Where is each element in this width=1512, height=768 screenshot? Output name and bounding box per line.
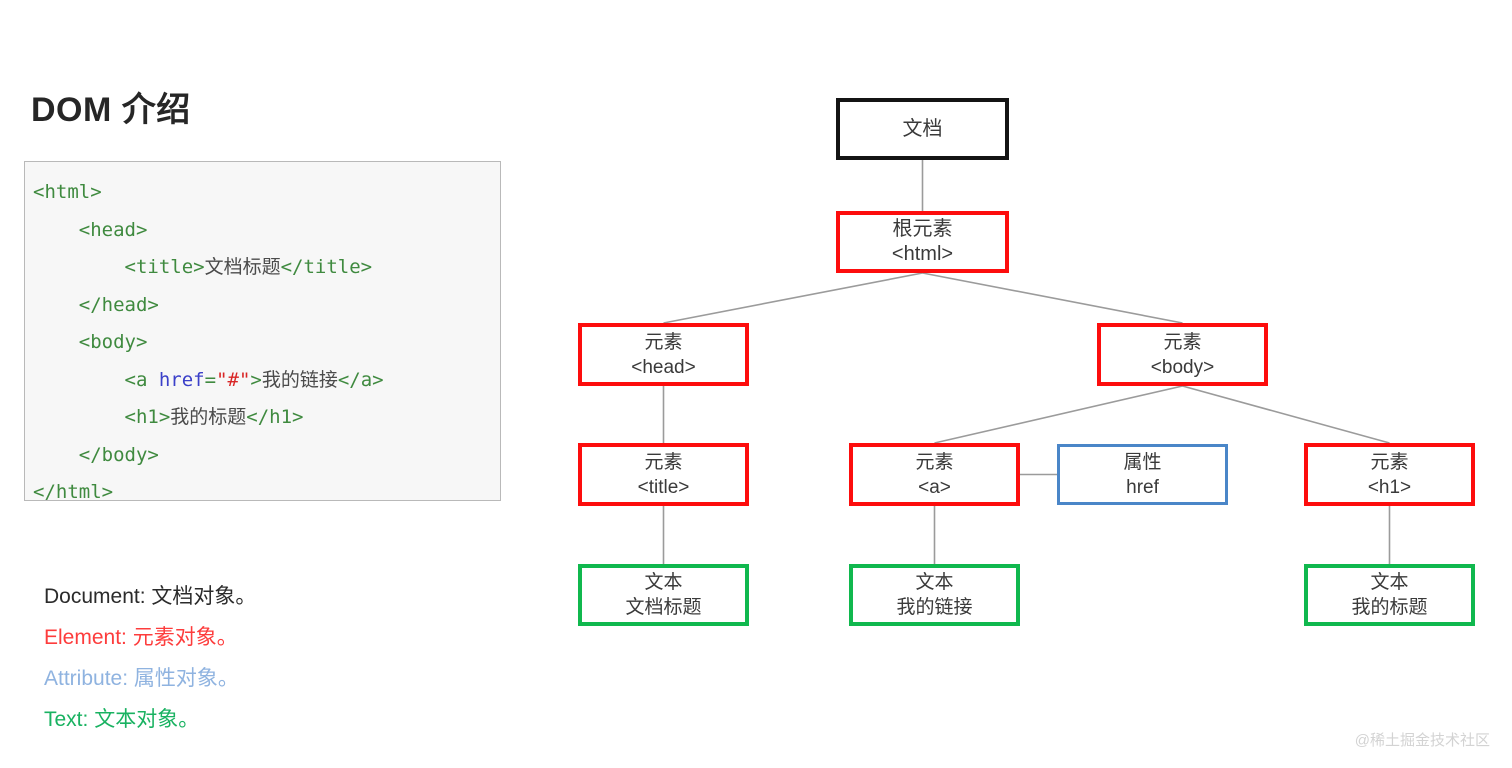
code-line: </body>	[33, 437, 490, 475]
tree-node-h1: 元素 <h1>	[1304, 443, 1475, 506]
code-token-tag: </h1>	[246, 406, 304, 428]
tree-node-label-primary: 文本	[1370, 572, 1409, 593]
tree-node-label-secondary: <h1>	[1367, 476, 1412, 498]
legend-item-element: Element: 元素对象。	[44, 617, 256, 658]
tree-node-label-secondary: href	[1126, 476, 1159, 498]
tree-node-label-primary: 文本	[915, 572, 954, 593]
code-token-attrval: "#"	[216, 368, 251, 391]
tree-node-href: 属性 href	[1057, 444, 1228, 505]
code-token-tag: </head>	[78, 293, 159, 316]
tree-node-label-secondary: <title>	[637, 476, 690, 498]
code-token-tag: <html>	[33, 181, 102, 203]
tree-edge-html-to-body	[922, 272, 1183, 324]
code-token-txt: 我的标题	[170, 406, 247, 428]
code-token-tag: >	[250, 368, 262, 391]
code-token-txt: 文档标题	[204, 256, 281, 278]
tree-node-title: 元素 <title>	[578, 443, 749, 506]
legend-description: 文档对象。	[145, 585, 257, 608]
tree-node-label-primary: 属性	[1123, 451, 1162, 473]
legend-term: Document:	[44, 585, 146, 608]
legend-description: 元素对象。	[126, 626, 238, 649]
code-token-tag: <h1>	[124, 406, 171, 428]
tree-node-head: 元素 <head>	[578, 323, 749, 386]
code-line: <title>文档标题</title>	[33, 249, 490, 287]
code-line: <h1>我的标题</h1>	[33, 399, 490, 437]
code-line: <a href="#">我的链接</a>	[33, 362, 490, 400]
tree-edge-html-to-head	[663, 272, 923, 324]
tree-node-label-secondary: <head>	[631, 356, 696, 378]
tree-node-label-primary: 元素	[1370, 451, 1409, 473]
legend-term: Element:	[44, 626, 127, 649]
legend-item-text: Text: 文本对象。	[44, 699, 256, 740]
tree-node-label-secondary: <a>	[918, 476, 951, 498]
code-token-tag: </html>	[33, 481, 114, 503]
code-token-tag: <head>	[78, 218, 148, 241]
code-token-txt: 我的链接	[261, 368, 338, 391]
tree-node-label-secondary: <html>	[891, 243, 954, 265]
tree-edge-body-to-h1	[1182, 385, 1390, 444]
tree-node-label-primary: 元素	[1163, 331, 1202, 353]
tree-node-label-secondary: 文档标题	[625, 597, 702, 618]
page-title: DOM 介绍	[31, 91, 191, 129]
tree-node-label-primary: 文本	[644, 572, 683, 593]
code-line: </html>	[33, 474, 490, 512]
code-token-tag: <title>	[124, 256, 205, 278]
tree-node-label-primary: 根元素	[892, 218, 953, 240]
legend-list: Document: 文档对象。Element: 元素对象。Attribute: …	[44, 576, 256, 740]
code-line: <head>	[33, 212, 490, 250]
tree-node-label-secondary: 我的标题	[1351, 597, 1428, 618]
code-snippet-block: <html> <head> <title>文档标题</title> </head…	[24, 161, 501, 503]
code-token-tag: <body>	[78, 331, 148, 353]
tree-node-label-primary: 元素	[915, 451, 954, 473]
code-token-tag: =	[204, 368, 217, 391]
legend-item-attribute: Attribute: 属性对象。	[44, 658, 256, 699]
legend-description: 文本对象。	[88, 708, 200, 731]
legend-term: Attribute:	[44, 667, 129, 690]
tree-node-text-h1: 文本我的标题	[1304, 564, 1475, 626]
tree-node-document: 文档	[836, 98, 1009, 160]
tree-node-a: 元素 <a>	[849, 443, 1020, 506]
tree-node-label-primary: 文档	[902, 117, 943, 140]
tree-node-label-primary: 元素	[644, 331, 683, 353]
tree-node-label-secondary: 我的链接	[896, 597, 973, 618]
tree-node-text-title: 文本文档标题	[578, 564, 749, 626]
watermark: @稀土掘金技术社区	[1354, 732, 1490, 749]
code-token-tag: </a>	[337, 368, 384, 391]
legend-description: 属性对象。	[128, 667, 239, 690]
tree-edge-body-to-a	[934, 385, 1183, 444]
tree-node-label-primary: 元素	[644, 451, 683, 473]
code-token-tag: <a	[124, 368, 159, 391]
code-token-tag: </body>	[78, 443, 159, 466]
code-line: <body>	[33, 324, 490, 362]
legend-item-document: Document: 文档对象。	[44, 576, 256, 617]
code-token-attrname: href	[158, 368, 205, 391]
tree-node-label-secondary: <body>	[1150, 356, 1215, 378]
legend-term: Text:	[44, 708, 89, 731]
tree-node-text-a: 文本我的链接	[849, 564, 1020, 626]
tree-node-body: 元素 <body>	[1097, 323, 1268, 386]
tree-node-html: 根元素 <html>	[836, 211, 1009, 273]
code-token-tag: </title>	[280, 256, 373, 278]
code-line: <html>	[33, 174, 490, 212]
code-line: </head>	[33, 287, 490, 325]
